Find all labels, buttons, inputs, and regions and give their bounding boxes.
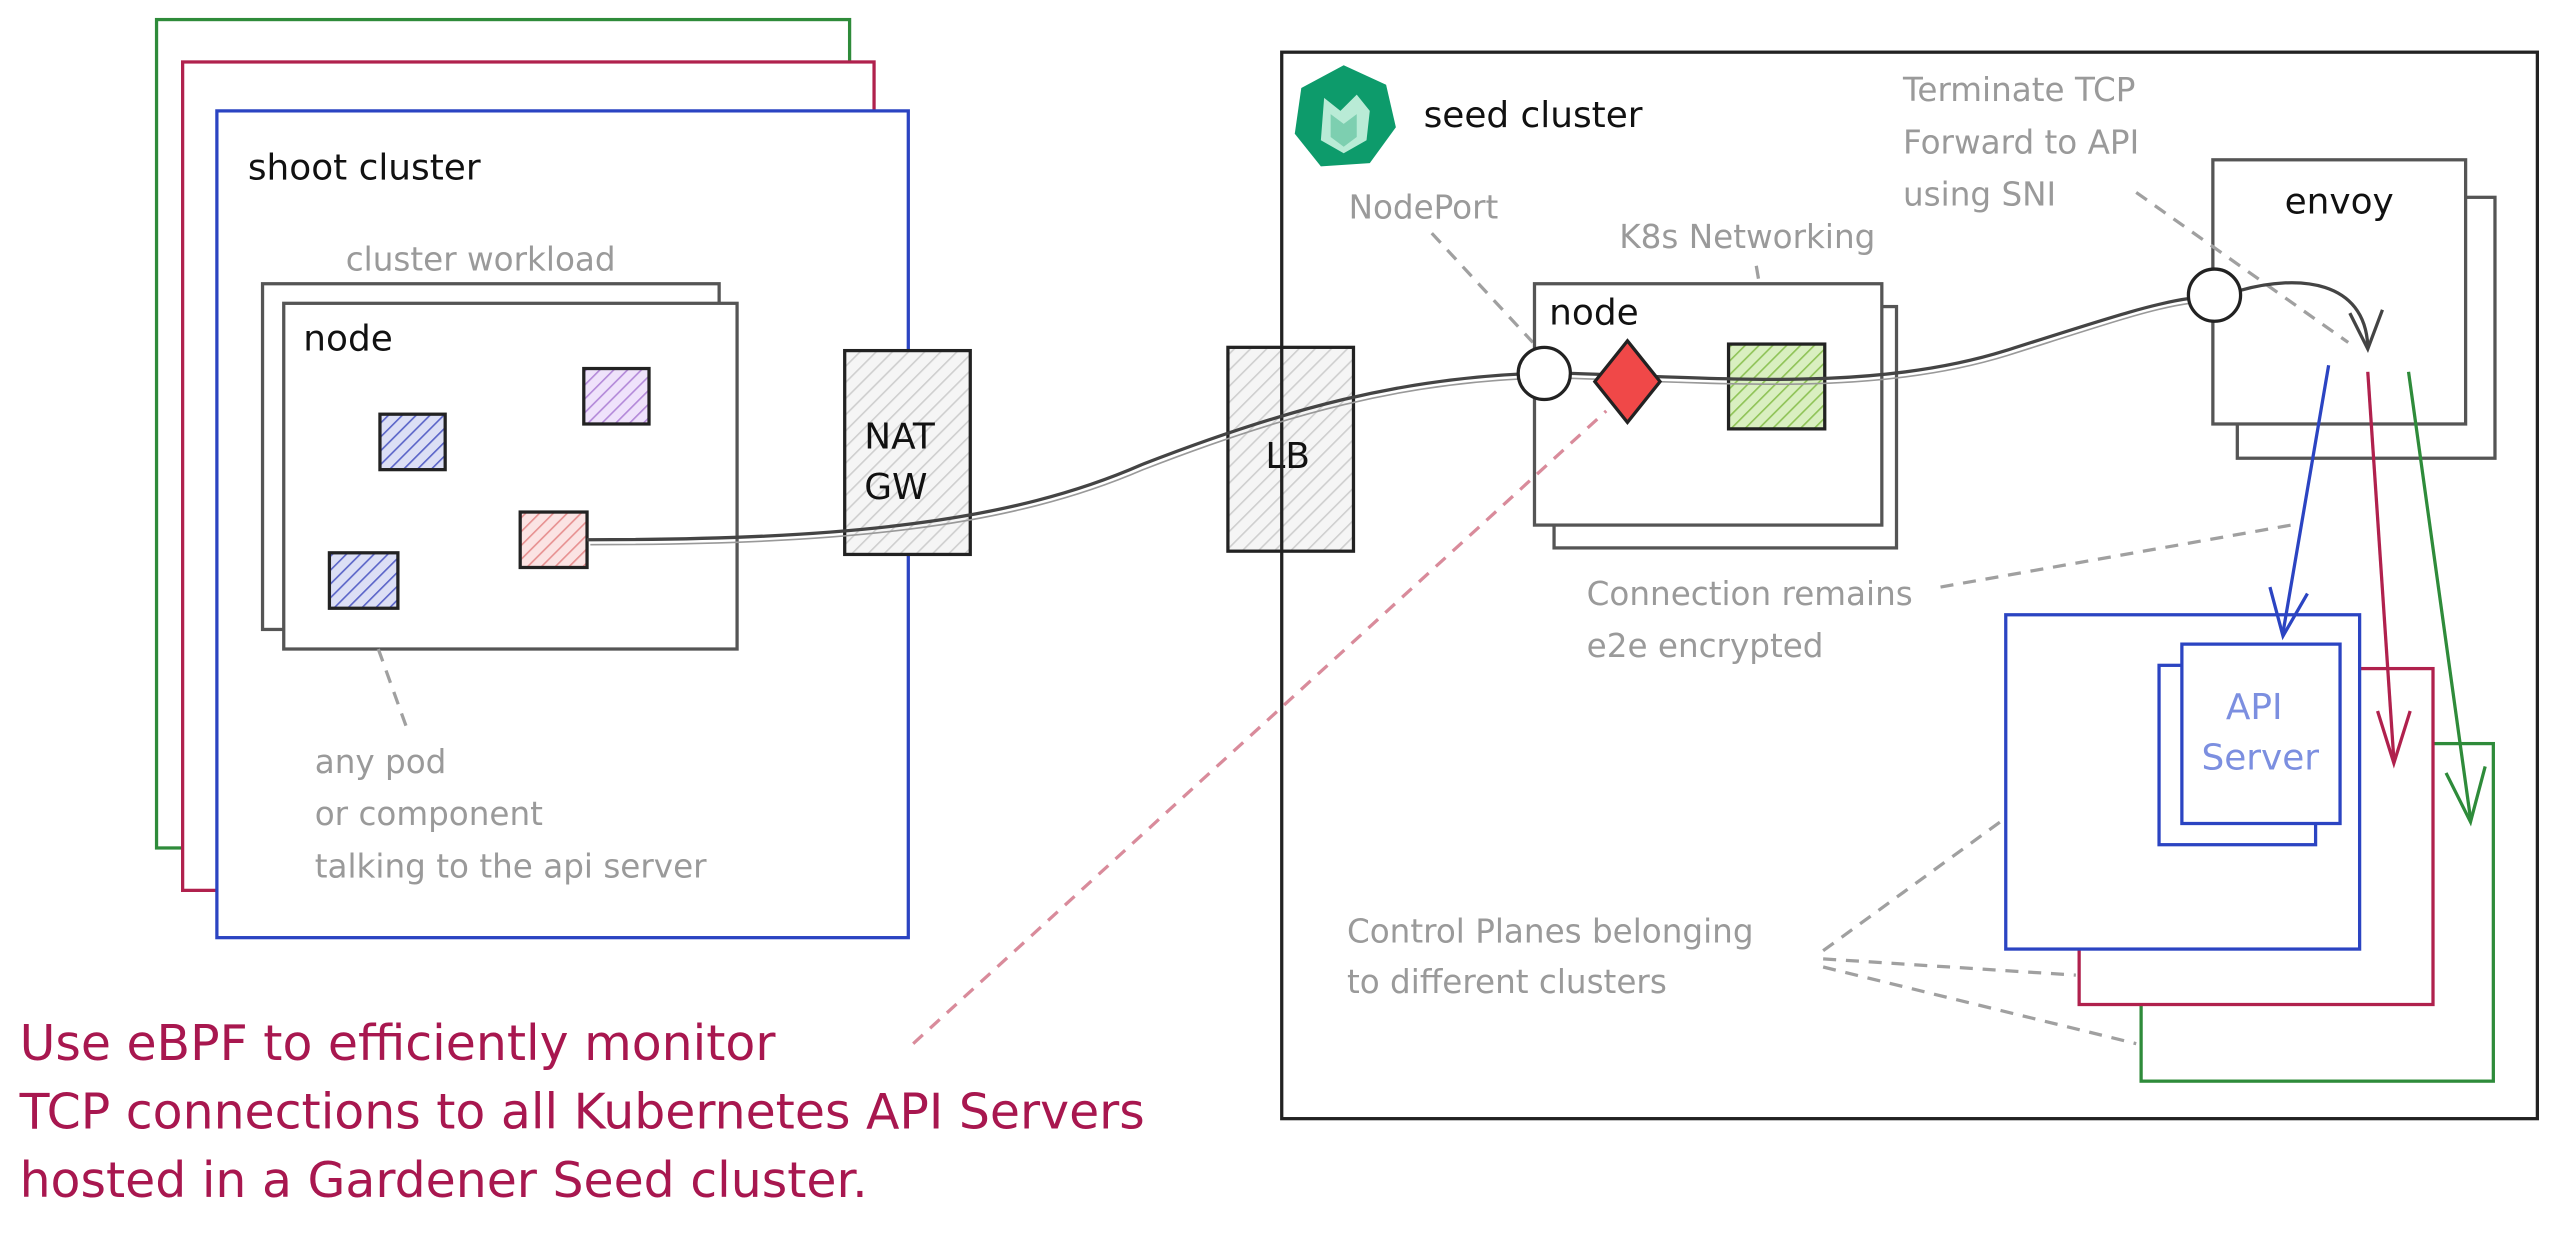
route-arrowhead-green xyxy=(2444,766,2487,827)
cluster-workload-label: cluster workload xyxy=(346,241,616,279)
shoot-cluster-title: shoot cluster xyxy=(248,147,481,188)
ebpf-callout: Use eBPF to efficiently monitor TCP conn… xyxy=(19,1015,1161,1209)
connection-line-double xyxy=(590,377,1533,546)
seed-node-label: node xyxy=(1549,293,1639,334)
envoy-pod-green xyxy=(1726,342,1827,431)
ebpf-probe-diamond xyxy=(1592,338,1663,425)
nat-gateway-box xyxy=(843,348,972,557)
cp-note-pointer-2 xyxy=(1823,957,2076,977)
route-arrow-green xyxy=(2406,371,2473,819)
envoy-listener-circle xyxy=(2186,267,2243,323)
pod-note: any pod or component talking to the api … xyxy=(315,743,707,885)
api-server-label-line1: API xyxy=(2226,687,2283,728)
route-arrowhead-blue xyxy=(2268,586,2309,641)
workload-node-label: node xyxy=(303,319,392,360)
cp-note-pointer-1 xyxy=(1822,818,2004,953)
route-arrow-crimson xyxy=(2366,371,2396,761)
connection-path xyxy=(587,267,2384,546)
connection-line-seed-double xyxy=(1568,302,2191,386)
seed-cluster-title: seed cluster xyxy=(1424,95,1643,136)
connection-line xyxy=(587,371,1533,542)
pod-blue xyxy=(327,551,400,610)
seed-cluster-frame xyxy=(1280,50,2539,1121)
api-server-box xyxy=(2180,642,2342,826)
envoy-label: envoy xyxy=(2285,182,2394,223)
shoot-cluster-stack: shoot cluster cluster workload node any … xyxy=(154,17,910,940)
encrypted-note: Connection remains e2e encrypted xyxy=(1587,575,1923,665)
nat-gateway-label-line1: NAT xyxy=(864,416,936,457)
route-arrow-blue xyxy=(2281,365,2331,633)
k8s-networking-pointer xyxy=(1754,265,1771,343)
envoy-note-pointer xyxy=(2135,191,2350,344)
route-arrowhead-crimson xyxy=(2376,710,2412,769)
seed-cluster: seed cluster NodePort K8s Networking nod… xyxy=(1280,50,2539,1121)
pod-blue-light xyxy=(378,412,447,472)
pod-note-pointer xyxy=(376,648,410,732)
pod-purple xyxy=(582,366,651,426)
cp-note-pointer-3 xyxy=(1822,965,2137,1046)
api-server-label-line2: Server xyxy=(2201,738,2319,779)
pod-red xyxy=(518,510,589,570)
gardener-logo-icon xyxy=(1294,65,1396,167)
encrypted-note-pointer xyxy=(1940,523,2292,589)
load-balancer-label: LB xyxy=(1265,436,1310,477)
envoy-forward-arrowhead xyxy=(2348,309,2384,354)
nodeport-circle xyxy=(1516,345,1572,402)
connection-line-seed xyxy=(1568,296,2191,381)
control-planes-note: Control Planes belonging to different cl… xyxy=(1347,913,1764,1002)
load-balancer: LB xyxy=(1226,345,1356,553)
load-balancer-box xyxy=(1226,345,1356,553)
nat-gateway: NAT GW xyxy=(843,348,972,557)
ebpf-callout-pointer xyxy=(912,409,1608,1045)
nodeport-pointer xyxy=(1430,232,1535,344)
k8s-networking-label: K8s Networking xyxy=(1619,218,1875,256)
envoy-forward-arrow xyxy=(2240,281,2370,346)
envoy-note: Terminate TCP Forward to API using SNI xyxy=(1902,71,2150,213)
nodeport-label: NodePort xyxy=(1349,189,1499,227)
nat-gateway-label-line2: GW xyxy=(864,467,927,508)
